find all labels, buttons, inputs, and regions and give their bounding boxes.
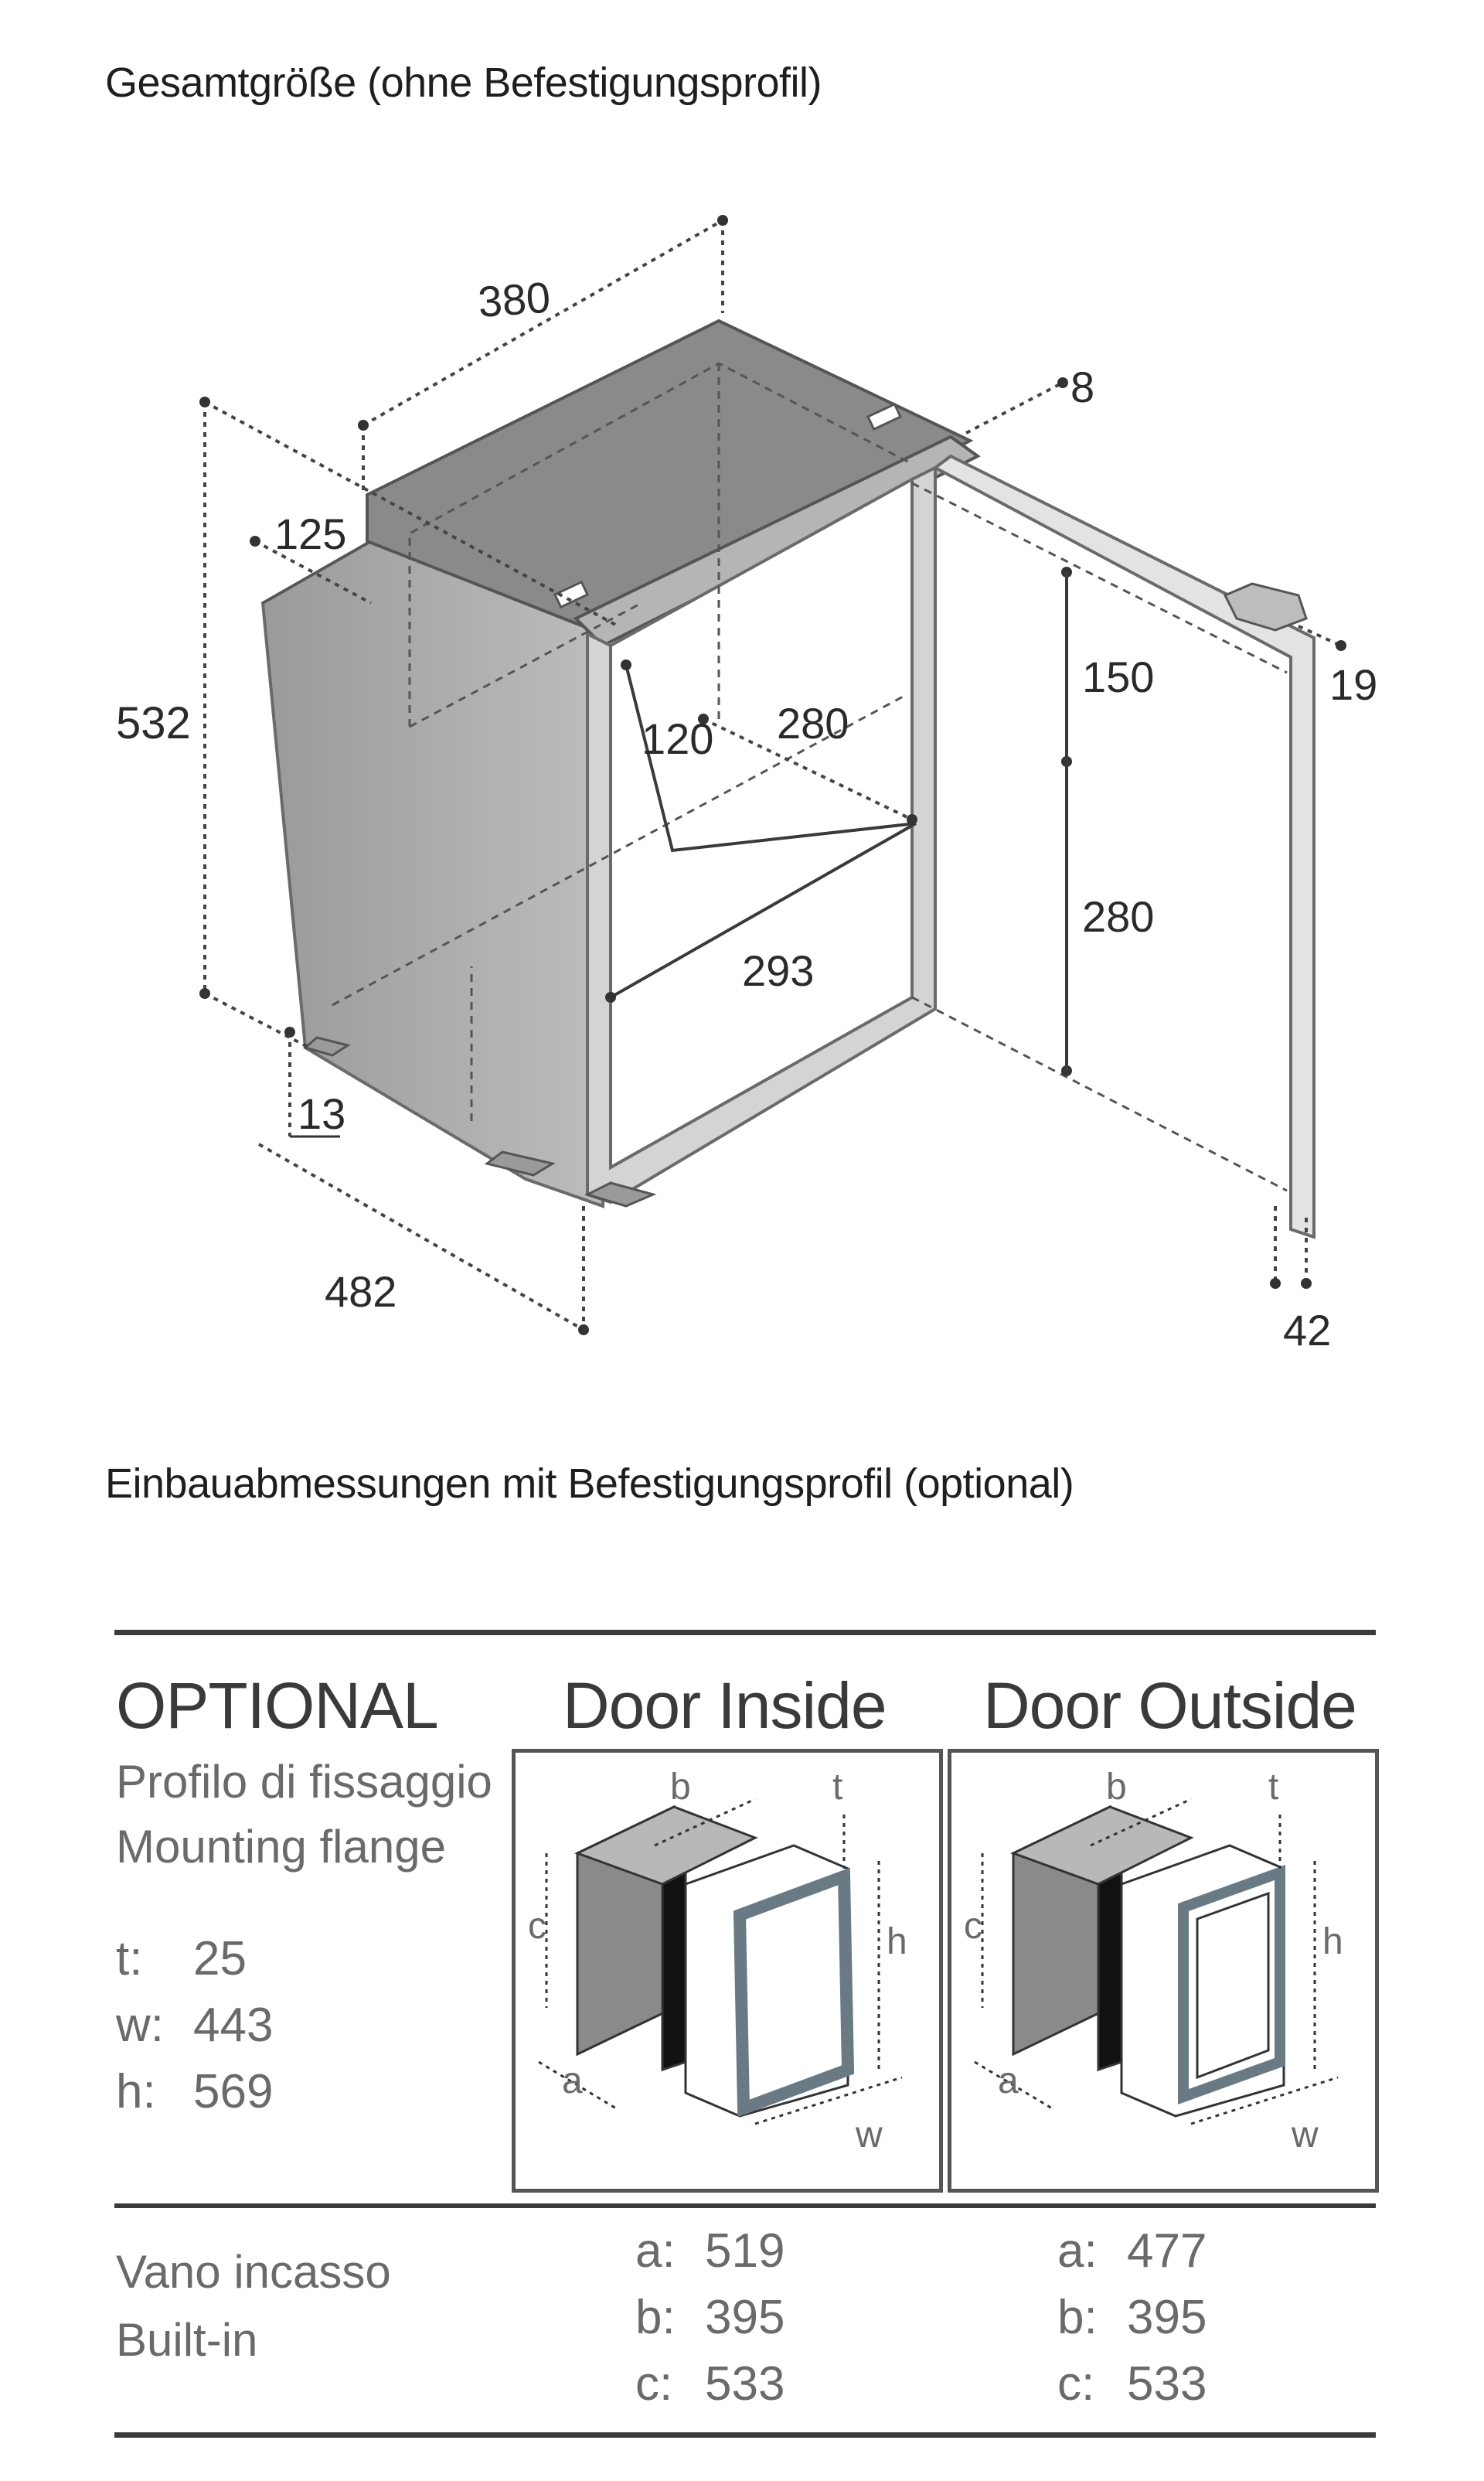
top-slot-right <box>866 402 903 431</box>
label-t-inside: t <box>832 1767 842 1808</box>
table-bottom-rule <box>114 2432 1376 2438</box>
fridge-door <box>932 454 1316 1239</box>
label-w-inside: w <box>855 2115 883 2156</box>
section-title-installation: Einbauabmessungen mit Befestigungsprofil… <box>105 1460 1074 1507</box>
label-b-inside: b <box>670 1767 691 1808</box>
outside-value-b: 395 <box>1127 2291 1207 2344</box>
door-outside-panel: c a b t h w <box>948 1749 1379 2193</box>
fridge-foot-left <box>302 1036 351 1057</box>
subtitle-english: Mounting flange <box>116 1821 446 1873</box>
door-flange-frame <box>733 1867 855 2118</box>
label-b-outside: b <box>1106 1767 1127 1808</box>
fridge-box <box>684 1844 849 2118</box>
niche-box-top <box>574 1805 758 1886</box>
dim-label-280-inner: 280 <box>777 699 849 748</box>
door-flange-frame-outside <box>1178 1865 1285 2104</box>
section-title-overall-size: Gesamtgröße (ohne Befestigungsprofil) <box>105 60 822 106</box>
door-outside-illustration: c a b t h w <box>964 1767 1343 2156</box>
door-inside-dimension-lines <box>538 1798 903 2125</box>
optional-heading: OPTIONAL <box>116 1669 439 1742</box>
dim-label-125: 125 <box>274 509 346 558</box>
dimension-lines <box>203 219 1342 1331</box>
interior-hidden-lines <box>332 362 1288 1192</box>
dim-label-280-lower: 280 <box>1082 892 1154 941</box>
flange-value-h: 569 <box>193 2065 274 2118</box>
door-inside-illustration: c a b t h w <box>528 1767 907 2156</box>
builtin-label-english: Built-in <box>116 2314 258 2366</box>
label-w-outside: w <box>1291 2115 1319 2156</box>
label-t-outside: t <box>1268 1767 1278 1808</box>
inside-value-a: 519 <box>705 2224 785 2278</box>
outside-value-c: 533 <box>1127 2357 1207 2411</box>
door-inside-panel: c a b t h w <box>512 1749 943 2193</box>
shelf-lines <box>610 664 917 999</box>
niche-box-top-outside <box>1010 1805 1194 1886</box>
inside-value-b: 395 <box>705 2291 785 2344</box>
dim-label-42: 42 <box>1283 1306 1331 1355</box>
inside-key-a: a: <box>635 2224 676 2278</box>
dim-label-150: 150 <box>1082 653 1154 701</box>
dim-label-293: 293 <box>742 946 814 995</box>
fridge-foot-front <box>584 1181 657 1208</box>
dim-label-13: 13 <box>298 1089 345 1138</box>
inside-key-c: c: <box>635 2357 673 2411</box>
inside-key-b: b: <box>635 2291 676 2344</box>
door-outside-dimension-lines <box>974 1798 1339 2125</box>
label-a-outside: a <box>998 2060 1019 2101</box>
outside-key-a: a: <box>1057 2224 1098 2278</box>
door-inside-heading: Door Inside <box>563 1669 887 1742</box>
outside-key-c: c: <box>1057 2357 1095 2411</box>
table-top-rule <box>114 1630 1376 1635</box>
door-panel-outside <box>1196 1891 1270 2080</box>
flange-value-t: 25 <box>193 1932 247 1985</box>
flange-key-t: t: <box>116 1932 143 1985</box>
label-a-inside: a <box>562 2060 583 2101</box>
builtin-label-italian: Vano incasso <box>116 2246 391 2298</box>
niche-box-right-dark-outside <box>1097 1870 1123 2072</box>
dim-label-120: 120 <box>642 714 713 763</box>
outside-key-b: b: <box>1057 2291 1098 2344</box>
label-c-outside: c <box>964 1906 982 1947</box>
label-h-outside: h <box>1322 1921 1343 1962</box>
fridge-foot-back <box>484 1150 556 1177</box>
table-middle-rule <box>114 2203 1376 2208</box>
dim-label-19: 19 <box>1329 660 1377 709</box>
outside-value-a: 477 <box>1127 2224 1207 2278</box>
fridge-dimension-drawing: 380 8 125 532 120 280 150 19 280 293 13 … <box>116 215 1377 1355</box>
dim-label-380: 380 <box>476 273 552 326</box>
door-outside-heading: Door Outside <box>983 1669 1357 1742</box>
subtitle-italian: Profilo di fissaggio <box>116 1756 492 1808</box>
label-h-inside: h <box>887 1921 907 1962</box>
dim-label-532: 532 <box>116 698 191 748</box>
flange-key-h: h: <box>116 2065 156 2118</box>
dimension-end-dots <box>199 215 1346 1335</box>
dim-label-8: 8 <box>1070 363 1094 411</box>
inside-value-c: 533 <box>705 2357 785 2411</box>
label-c-inside: c <box>528 1906 546 1947</box>
flange-value-w: 443 <box>193 1999 274 2052</box>
dim-label-482: 482 <box>325 1267 397 1316</box>
door-hinge <box>1223 582 1308 632</box>
top-slot-left <box>553 580 590 609</box>
flange-key-w: w: <box>116 1999 164 2052</box>
niche-box-right-dark <box>661 1870 687 2072</box>
